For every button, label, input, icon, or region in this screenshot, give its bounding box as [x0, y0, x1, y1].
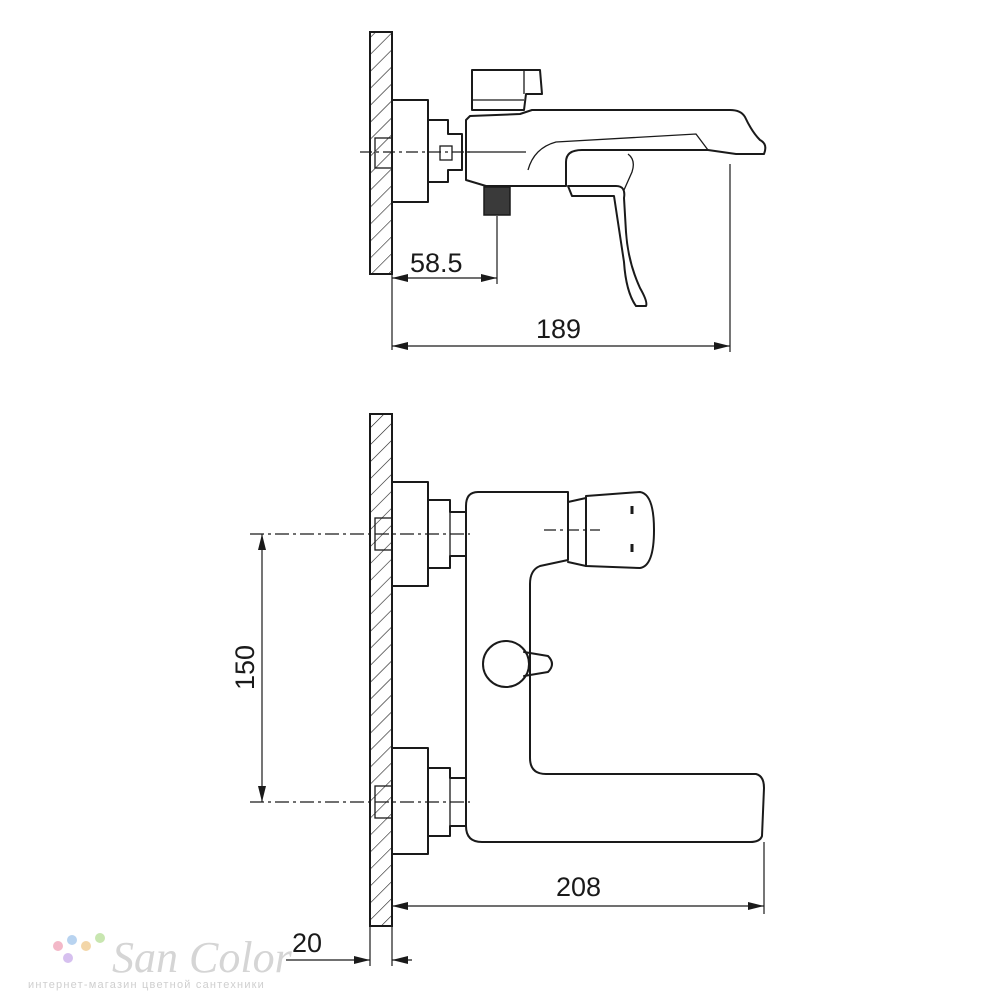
arrow-plate-right	[392, 956, 408, 964]
arrow-spacing-top	[258, 534, 266, 550]
logo-dot-icon	[53, 941, 63, 951]
arrow-plate-left	[354, 956, 370, 964]
cartridge-cap-side	[471, 69, 543, 111]
wall-flange-top	[391, 99, 429, 203]
wall-hatch-top	[369, 31, 393, 275]
spout-underside	[527, 133, 709, 171]
dim-label-inlet-spacing: 150	[230, 645, 260, 690]
logo-dot-icon	[67, 935, 77, 945]
eccentric-stub-top	[374, 137, 393, 169]
diverter-lever	[523, 651, 553, 677]
arrow-inlet-right	[481, 274, 497, 282]
arrow-depth-left	[392, 342, 408, 350]
faucet-body-side	[465, 109, 767, 187]
flange-nut-top	[427, 119, 463, 183]
logo-dot-icon	[95, 933, 105, 943]
dim-label-inlet-offset: 58.5	[410, 248, 463, 278]
bottom-view: 150 208 20	[230, 413, 765, 966]
flange-nut-inner-top	[439, 145, 453, 161]
arrow-depth-right	[714, 342, 730, 350]
handle-knob-plan	[585, 491, 655, 569]
arrow-spacing-bottom	[258, 786, 266, 802]
lever-handle-joint	[623, 153, 634, 191]
faucet-body-plan	[465, 491, 765, 843]
dim-label-spout-reach: 208	[556, 872, 601, 902]
lower-flange	[391, 747, 429, 855]
arrow-reach-right	[748, 902, 764, 910]
brand-name: San Color	[112, 933, 293, 982]
top-view: 58.5 189	[360, 31, 767, 352]
lever-handle-side	[567, 185, 648, 307]
dim-label-plate-thickness: 20	[292, 928, 322, 958]
brand-watermark: San Color интернет-магазин цветной санте…	[28, 933, 293, 991]
diverter-knob	[482, 640, 530, 688]
arrow-reach-left	[392, 902, 408, 910]
handle-ring	[567, 497, 587, 567]
arrow-inlet-left	[392, 274, 408, 282]
logo-dot-icon	[63, 953, 73, 963]
threaded-inlet	[483, 186, 511, 216]
wall-hatch-bottom	[369, 413, 393, 927]
logo-dot-icon	[81, 941, 91, 951]
brand-tagline: интернет-магазин цветной сантехники	[28, 979, 265, 991]
dim-label-top-depth: 189	[536, 314, 581, 344]
